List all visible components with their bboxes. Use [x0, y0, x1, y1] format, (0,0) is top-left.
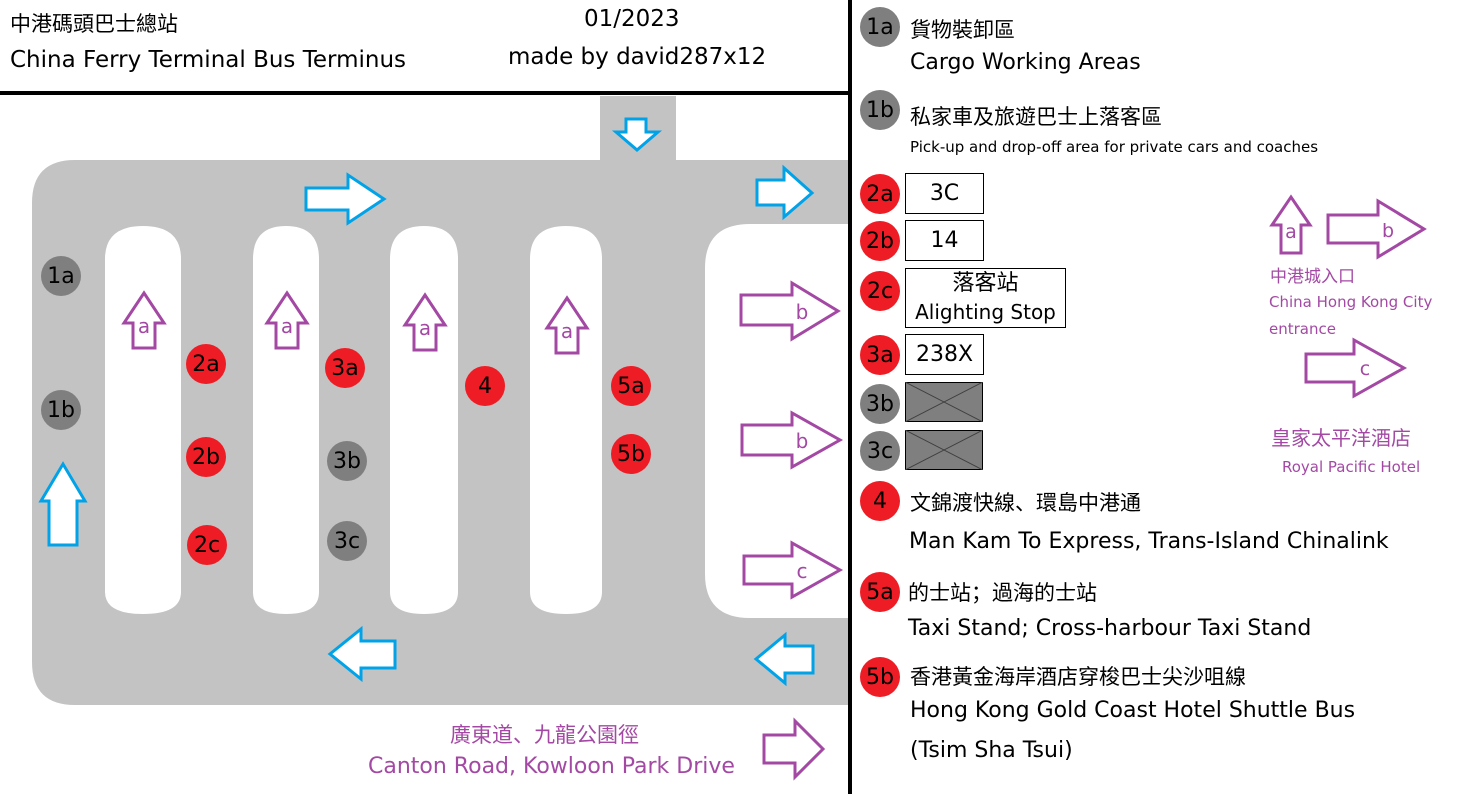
legend-5b-marker: 5b — [860, 657, 900, 697]
legend-4-en: Man Kam To Express, Trans-Island Chinali… — [909, 529, 1389, 554]
svg-text:b: b — [796, 300, 809, 324]
terminus-title-zh: 中港碼頭巴士總站 — [10, 12, 178, 36]
legend-3a-route: 238X — [905, 334, 984, 375]
svg-text:a: a — [561, 319, 573, 343]
key-arrow-b-icon: b — [1326, 198, 1427, 260]
key-ab-en-line1: China Hong Kong City — [1269, 293, 1433, 311]
legend-1b-en: Pick-up and drop-off area for private ca… — [910, 138, 1319, 156]
walk-arrow-a: a — [402, 292, 448, 352]
map-credit: made by david287x12 — [508, 44, 767, 70]
terminus-map: a a a a b b c — [0, 0, 852, 794]
legend-5b-en-line2: (Tsim Sha Tsui) — [910, 738, 1073, 763]
walk-arrow-exit — [762, 717, 826, 781]
traffic-arrow-right — [755, 164, 815, 221]
legend-3c-marker: 3c — [860, 431, 900, 471]
legend-2c-marker: 2c — [860, 271, 900, 311]
stop-1b-marker: 1b — [41, 390, 81, 430]
legend-3c-no-service-icon — [905, 430, 983, 470]
key-ab-en-line2: entrance — [1269, 320, 1336, 338]
walk-arrow-a: a — [121, 290, 167, 350]
stop-1a-marker: 1a — [41, 256, 81, 296]
legend-2b-marker: 2b — [860, 221, 900, 261]
traffic-arrow-down — [611, 117, 663, 152]
legend-5a-marker: 5a — [860, 572, 900, 612]
traffic-arrow-right — [304, 172, 387, 226]
stop-5a-marker: 5a — [611, 366, 651, 406]
stop-3b-marker: 3b — [327, 441, 367, 481]
legend-1a-en: Cargo Working Areas — [910, 50, 1141, 75]
legend-2c-route-en: Alighting Stop — [915, 300, 1056, 324]
walk-arrow-c: c — [742, 540, 844, 600]
key-arrow-a-icon: a — [1269, 194, 1313, 255]
traffic-flow-arrows — [38, 117, 815, 687]
legend-5a-en: Taxi Stand; Cross-harbour Taxi Stand — [908, 616, 1312, 641]
exit-label-zh: 廣東道、九龍公園徑 — [450, 723, 639, 747]
walk-arrow-a: a — [264, 290, 310, 350]
legend-5a-zh: 的士站；過海的士站 — [908, 581, 1097, 605]
svg-text:a: a — [1285, 221, 1297, 243]
legend-2c-route-zh: 落客站 — [952, 271, 1019, 296]
legend-1b-zh: 私家車及旅遊巴士上落客區 — [910, 105, 1162, 129]
svg-text:c: c — [1360, 358, 1370, 380]
legend-2c-route: 落客站 Alighting Stop — [905, 268, 1066, 328]
walk-arrow-a: a — [544, 295, 590, 355]
key-c-en: Royal Pacific Hotel — [1282, 458, 1421, 476]
legend-1a-zh: 貨物裝卸區 — [910, 18, 1015, 42]
key-c-zh: 皇家太平洋酒店 — [1271, 426, 1411, 450]
legend-4-marker: 4 — [860, 481, 900, 521]
legend-5b-en-line1: Hong Kong Gold Coast Hotel Shuttle Bus — [910, 698, 1356, 723]
legend-4-zh: 文錦渡快線、環島中港通 — [910, 491, 1141, 515]
legend-2a-marker: 2a — [860, 174, 900, 214]
svg-text:a: a — [138, 314, 150, 338]
map-date: 01/2023 — [584, 6, 680, 32]
key-arrow-c-icon: c — [1304, 337, 1408, 399]
svg-text:a: a — [281, 314, 293, 338]
svg-text:a: a — [419, 316, 431, 340]
arrow-key: a b c — [1269, 194, 1427, 399]
legend-2a-route: 3C — [905, 173, 984, 214]
legend-1b-marker: 1b — [860, 90, 900, 130]
stop-2b-marker: 2b — [186, 437, 226, 477]
svg-text:b: b — [796, 429, 809, 453]
legend-3b-marker: 3b — [860, 384, 900, 424]
walk-arrow-b: b — [740, 410, 844, 470]
walk-arrow-b: b — [739, 280, 841, 342]
stop-3c-marker: 3c — [327, 521, 367, 561]
stop-4-marker: 4 — [465, 366, 505, 406]
stop-3a-marker: 3a — [325, 348, 365, 388]
stop-2c-marker: 2c — [187, 525, 227, 565]
exit-label-en: Canton Road, Kowloon Park Drive — [368, 754, 735, 779]
legend-3a-marker: 3a — [860, 335, 900, 375]
legend-2b-route: 14 — [905, 220, 984, 261]
svg-text:c: c — [797, 559, 808, 583]
traffic-arrow-up — [38, 461, 88, 547]
legend-3b-no-service-icon — [905, 382, 983, 422]
terminus-title-en: China Ferry Terminal Bus Terminus — [10, 47, 406, 73]
legend-1a-marker: 1a — [860, 7, 900, 47]
key-ab-zh: 中港城入口 — [1270, 267, 1355, 287]
svg-text:b: b — [1382, 220, 1394, 242]
stop-5b-marker: 5b — [611, 434, 651, 474]
traffic-arrow-left — [327, 625, 397, 683]
stop-2a-marker: 2a — [186, 344, 226, 384]
traffic-arrow-left — [753, 631, 815, 687]
legend-5b-zh: 香港黃金海岸酒店穿梭巴士尖沙咀線 — [910, 665, 1246, 689]
walking-arrows: a a a a b b c — [121, 280, 844, 781]
